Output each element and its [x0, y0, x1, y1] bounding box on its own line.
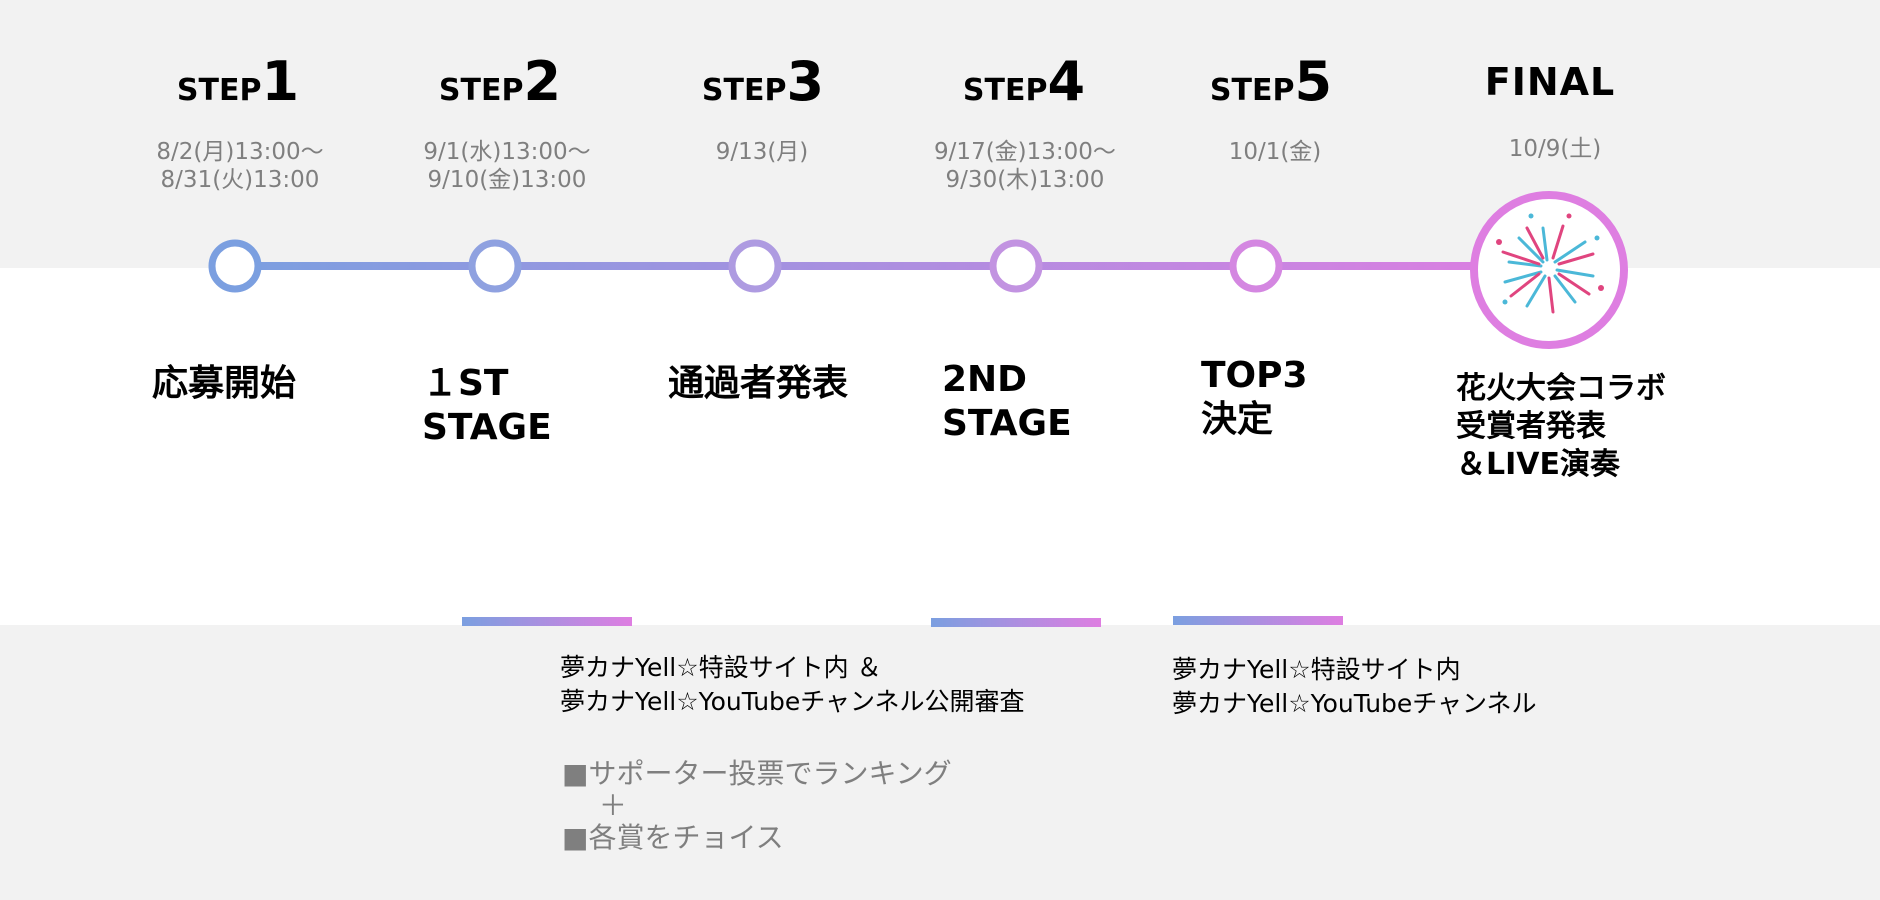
step-4-node: [989, 239, 1043, 293]
step-2-number: 2: [523, 50, 562, 113]
bottom-band: [0, 625, 1880, 900]
final-label: 花火大会コラボ 受賞者発表 ＆LIVE演奏: [1456, 371, 1666, 482]
info-public-review: 夢カナYell☆特設サイト内 ＆ 夢カナYell☆YouTubeチャンネル公開審…: [560, 653, 1025, 716]
step-3-date: 9/13(月): [715, 139, 809, 165]
step-1-date: 8/2(月)13:00～ 8/31(火)13:00: [156, 139, 324, 193]
accent-bar-stage-1: [462, 617, 632, 626]
accent-bar-stage-2: [931, 618, 1101, 627]
accent-bar-top3: [1173, 616, 1343, 625]
final-date: 10/9(土): [1508, 136, 1602, 162]
step-2-word: STEP: [438, 73, 524, 108]
step-1-number: 1: [261, 50, 300, 113]
step-1-header: STEP1: [108, 50, 368, 114]
judging-method: ■サポーター投票でランキング ＋ ■各賞をチョイス: [562, 757, 952, 854]
step-4-header: STEP4: [894, 50, 1154, 114]
step-4-word: STEP: [962, 73, 1048, 108]
step-5-word: STEP: [1209, 73, 1295, 108]
step-5-header: STEP5: [1141, 50, 1401, 114]
step-5-label: TOP3 決定: [1201, 355, 1308, 440]
step-3-number: 3: [786, 50, 825, 113]
step-3-word: STEP: [701, 73, 787, 108]
step-1-label: 応募開始: [152, 363, 297, 404]
step-3-label: 通過者発表: [668, 363, 849, 404]
step-3-header: STEP3: [633, 50, 893, 114]
step-5-node: [1229, 239, 1283, 293]
step-2-label: １ST STAGE: [422, 363, 552, 448]
step-4-date: 9/17(金)13:00～ 9/30(木)13:00: [934, 139, 1116, 193]
step-1-node: [208, 239, 262, 293]
step-4-number: 4: [1047, 50, 1086, 113]
step-2-date: 9/1(水)13:00～ 9/10(金)13:00: [423, 139, 591, 193]
step-1-word: STEP: [176, 73, 262, 108]
step-3-node: [728, 239, 782, 293]
step-5-date: 10/1(金): [1228, 139, 1322, 165]
step-2-header: STEP2: [370, 50, 630, 114]
step-4-label: 2ND STAGE: [942, 359, 1072, 444]
final-header: FINAL: [1484, 60, 1616, 104]
info-announcement: 夢カナYell☆特設サイト内 夢カナYell☆YouTubeチャンネル: [1172, 655, 1537, 718]
step-2-node: [468, 239, 522, 293]
step-5-number: 5: [1294, 50, 1333, 113]
final-node: [1470, 191, 1628, 349]
fireworks-icon: [1496, 213, 1604, 314]
